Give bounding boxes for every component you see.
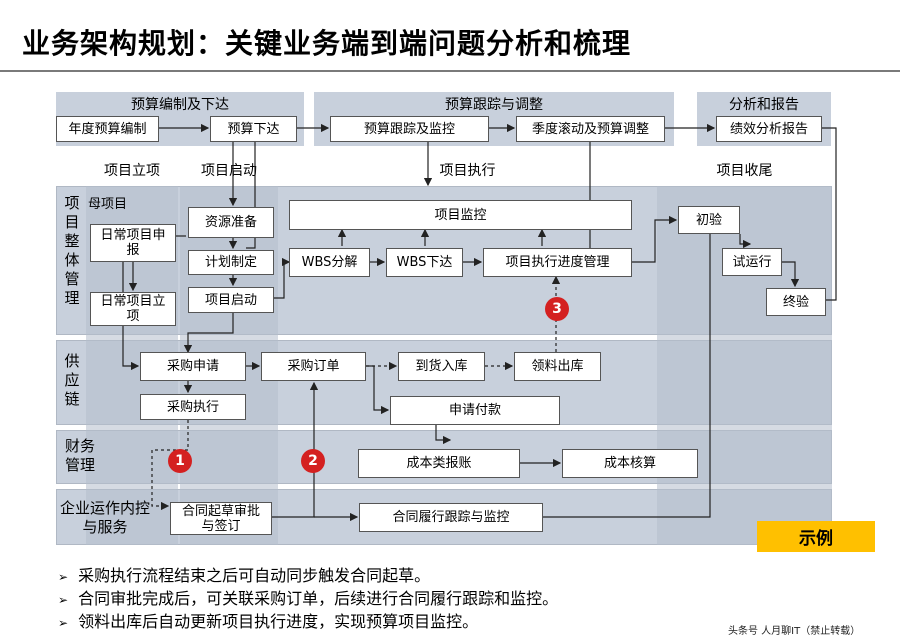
section-analysis-label: 分析和报告 <box>729 97 799 113</box>
bullet-arrow-icon: ➢ <box>58 593 69 607</box>
section-budget-track-label: 预算跟踪与调整 <box>445 97 543 113</box>
badge-3: 3 <box>545 297 569 321</box>
badge-2: 2 <box>301 449 325 473</box>
box-annual-budget: 年度预算编制 <box>56 116 159 142</box>
box-initial-acceptance: 初验 <box>678 206 740 234</box>
box-final-acceptance: 终验 <box>766 288 826 316</box>
section-budget-prep-label: 预算编制及下达 <box>131 97 229 113</box>
box-performance-report: 绩效分析报告 <box>716 116 822 142</box>
title-divider <box>0 70 900 72</box>
page-title: 业务架构规划：关键业务端到端问题分析和梳理 <box>22 27 632 60</box>
phase-execution: 项目执行 <box>280 157 655 183</box>
note-1: ➢ 采购执行流程结束之后可自动同步触发合同起草。 <box>58 562 430 586</box>
box-wbs-issue: WBS下达 <box>386 248 463 277</box>
box-daily-apply: 日常项目申报 <box>90 224 176 262</box>
box-quarterly-rolling: 季度滚动及预算调整 <box>516 116 665 142</box>
badge-1: 1 <box>168 449 192 473</box>
note-2: ➢ 合同审批完成后，可关联采购订单，后续进行合同履行跟踪和监控。 <box>58 585 558 609</box>
parent-project-label: 母项目 <box>88 197 128 212</box>
box-daily-approve: 日常项目立项 <box>90 292 176 326</box>
box-contract-tracking: 合同履行跟踪与监控 <box>359 503 543 532</box>
sample-tag: 示例 <box>757 521 875 552</box>
box-purchase-execution: 采购执行 <box>140 394 246 420</box>
note-1-text: 采购执行流程结束之后可自动同步触发合同起草。 <box>78 566 431 585</box>
box-contract-draft: 合同起草审批与签订 <box>170 502 272 535</box>
box-purchase-order: 采购订单 <box>261 352 366 381</box>
box-cost-reimbursement: 成本类报账 <box>358 449 520 478</box>
phase-closure: 项目收尾 <box>657 157 832 183</box>
box-goods-receipt: 到货入库 <box>398 352 485 381</box>
box-material-issue: 领料出库 <box>514 352 601 381</box>
box-budget-issue: 预算下达 <box>210 116 297 142</box>
box-project-monitor: 项目监控 <box>289 200 632 230</box>
box-trial-run: 试运行 <box>722 248 782 276</box>
phase-startup: 项目启动 <box>180 157 278 183</box>
note-3: ➢ 领料出库后自动更新项目执行进度，实现预算项目监控。 <box>58 608 478 632</box>
note-2-text: 合同审批完成后，可关联采购订单，后续进行合同履行跟踪和监控。 <box>78 589 559 608</box>
box-cost-accounting: 成本核算 <box>562 449 698 478</box>
lane-label-enterprise-ops: 企业运作内控与服务 <box>60 499 151 536</box>
lane-label-finance: 财务管理 <box>64 437 95 474</box>
lane-label-project-mgmt: 项目整体管理 <box>64 194 80 307</box>
box-purchase-request: 采购申请 <box>140 352 246 381</box>
phase-initiation: 项目立项 <box>86 157 178 183</box>
box-wbs-decompose: WBS分解 <box>289 248 370 277</box>
box-progress-mgmt: 项目执行进度管理 <box>483 248 632 277</box>
bullet-arrow-icon: ➢ <box>58 570 69 584</box>
bullet-arrow-icon: ➢ <box>58 616 69 630</box>
box-project-start: 项目启动 <box>188 287 274 313</box>
box-plan-making: 计划制定 <box>188 250 274 275</box>
footer-watermark: 头条号 人月聊IT（禁止转载） <box>728 626 861 637</box>
note-3-text: 领料出库后自动更新项目执行进度，实现预算项目监控。 <box>78 612 479 631</box>
lane-label-supply-chain: 供应链 <box>64 352 80 408</box>
box-resource-prep: 资源准备 <box>188 207 274 238</box>
box-payment-request: 申请付款 <box>390 396 560 425</box>
box-budget-tracking: 预算跟踪及监控 <box>330 116 489 142</box>
